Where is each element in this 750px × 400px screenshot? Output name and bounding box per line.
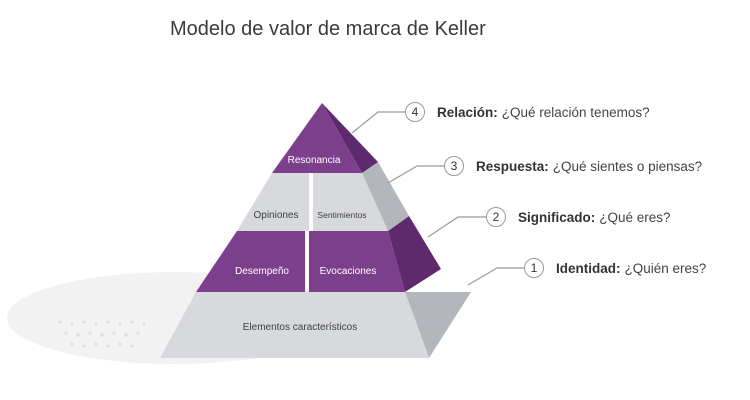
step-2-number-badge: 2 [486,207,506,227]
step-3-name: Respuesta: [476,158,549,174]
tier-resonancia-side [322,103,378,173]
step-4-number-badge: 4 [405,102,425,122]
step-3: 3 Respuesta: ¿Qué sientes o piensas? [444,154,702,178]
tier-sentimientos-label: Sentimientos [317,210,366,220]
connector-line-4 [351,111,405,134]
tier-desempeno-face [196,231,305,292]
tier-evocaciones-label: Evocaciones [320,266,377,277]
tier-opiniones-face [237,173,309,231]
tier-elementos-label: Elementos característicos [243,322,358,333]
connector-line-3 [387,165,444,184]
tier-elementos-side [405,292,471,358]
tier-opiniones-label: Opiniones [253,210,298,221]
tier-resonancia-label: Resonancia [288,155,341,166]
step-4-question: ¿Qué relación tenemos? [501,104,650,120]
connector-line-1 [467,267,524,286]
step-1: 1 Identidad: ¿Quién eres? [524,256,706,280]
step-3-number-badge: 3 [444,156,464,176]
step-4-name: Relación: [437,104,498,120]
diagram-title: Modelo de valor de marca de Keller [170,18,486,40]
tier-desempeno-label: Desempeño [235,266,289,277]
step-2-question: ¿Qué eres? [599,209,671,225]
dot-pattern [58,320,146,348]
connector-line-2 [427,216,486,238]
step-3-question: ¿Qué sientes o piensas? [552,158,703,174]
tier-sentimientos-face [313,173,388,231]
tier-2-side [388,216,441,292]
step-4: 4 Relación: ¿Qué relación tenemos? [405,100,650,124]
tier-elementos-face [160,292,429,358]
step-1-number-badge: 1 [524,258,544,278]
tier-3-side [362,162,409,231]
step-1-name: Identidad: [556,260,621,276]
step-1-question: ¿Quién eres? [624,260,707,276]
tier-resonancia-face [272,103,362,173]
step-2-name: Significado: [518,209,596,225]
step-2: 2 Significado: ¿Qué eres? [486,205,671,229]
tier-evocaciones-face [309,231,405,292]
